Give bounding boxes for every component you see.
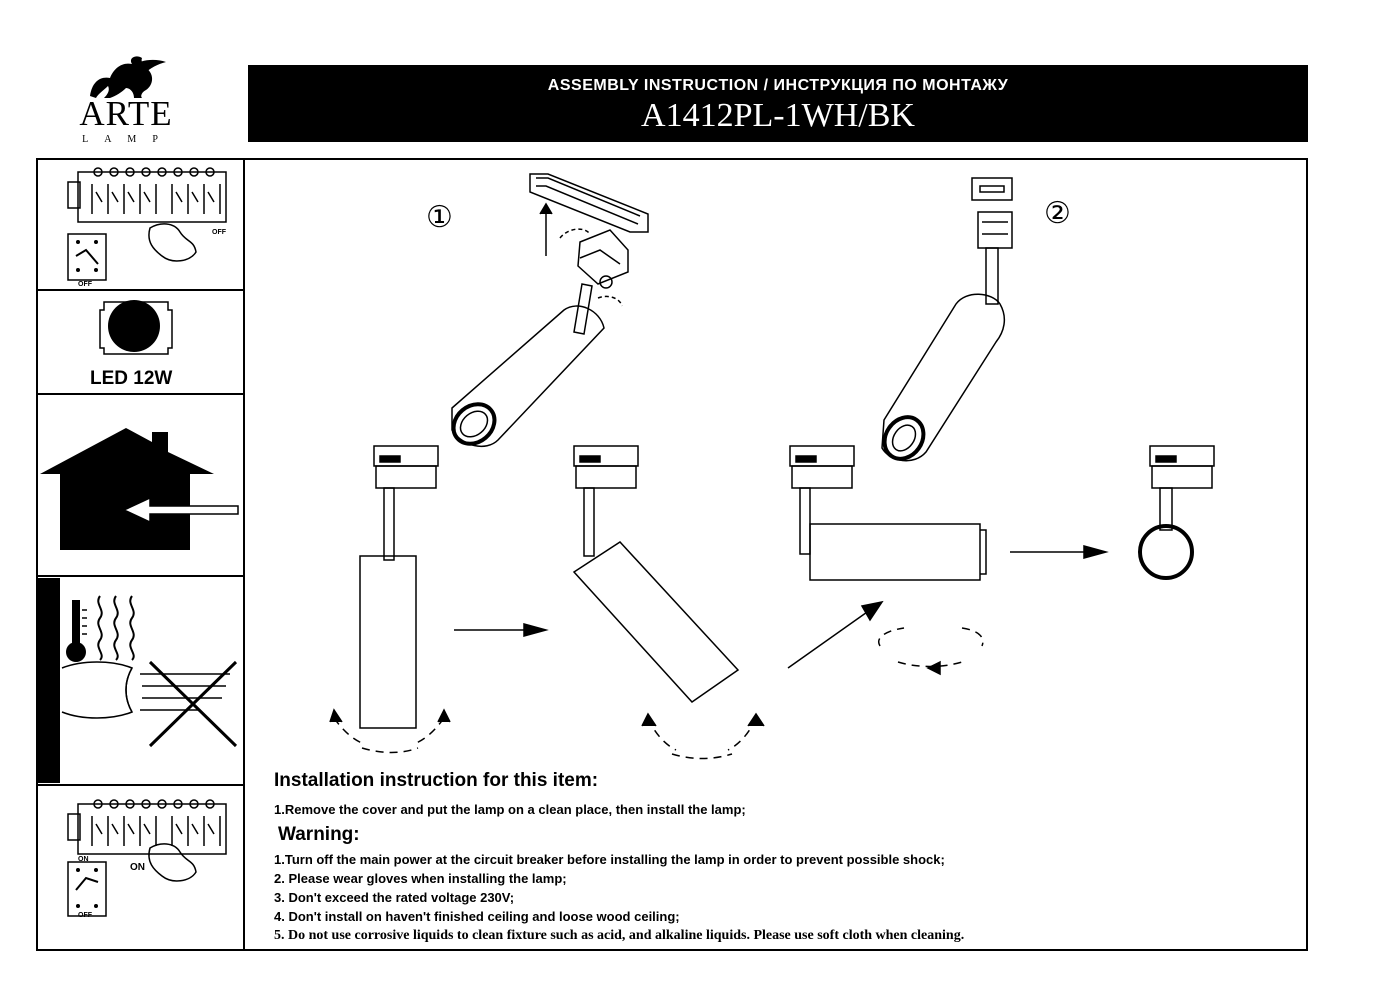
thermometer-icon [66,600,87,662]
warning-line: 5. Do not use corrosive liquids to clean… [274,928,965,943]
warning-line: 1.Turn off the main power at the circuit… [274,852,945,867]
rotate-arrow-icon [597,295,623,307]
up-arrow-head-icon [539,202,553,215]
track-adapter-illustration [373,445,439,489]
instruction-line: 1.Remove the cover and put the lamp on a… [274,802,746,817]
warning-bar [38,578,60,783]
off-label: OFF [78,281,92,288]
rotate-arrow-icon [877,627,905,647]
brand-name: ARTE [79,94,173,133]
sidebar-row-divider [36,289,245,291]
circuit-breaker-on-icon [67,799,227,882]
lamp-stem [1159,487,1173,531]
on-label: ON [78,856,89,863]
content-frame [36,158,1308,951]
sidebar-row-divider [36,393,245,395]
spotlight-body-vertical [359,555,417,729]
title-banner: ASSEMBLY INSTRUCTION / ИНСТРУКЦИЯ ПО МОН… [248,65,1308,142]
instructions-block: Installation instruction for this item: … [274,770,1294,945]
rotate-arrow-icon [897,661,963,668]
led-chip-icon [99,300,173,355]
next-step-arrow-icon [787,609,871,669]
rotate-arrow-icon [559,228,591,239]
spotlight-body-tilted [572,541,740,703]
sidebar-row-divider [36,784,245,786]
track-rail-illustration [529,173,649,233]
adapter-cap-illustration [971,177,1013,201]
brand-logo: ARTE LAMP [70,52,190,152]
track-adapter-illustration [577,229,629,289]
warning-line: 2. Please wear gloves when installing th… [274,871,567,886]
sidebar-row-divider [36,575,245,577]
spotlight-body [451,305,605,448]
rotate-arrow-icon [671,753,733,760]
sidebar-divider [243,158,245,951]
lamp-stem [985,247,999,305]
step-number-1: ① [426,200,453,235]
step-number-2: ② [1044,196,1071,231]
indoor-use-house-icon [40,428,239,550]
track-adapter-illustration [977,211,1013,249]
circuit-breaker-off-icon [67,167,227,262]
spotlight-body [881,293,1006,462]
lion-emblem-icon [90,56,166,98]
lamp-stem [573,283,593,335]
track-adapter-illustration [789,445,855,489]
heat-waves-icon [97,595,135,661]
warning-line: 3. Don't exceed the rated voltage 230V; [274,890,515,905]
rotate-arrow-icon [961,627,984,647]
sidebar-illustrations [40,167,239,917]
off-label: OFF [78,912,92,919]
warning-line: 4. Don't install on haven't finished cei… [274,909,680,924]
do-not-touch-hand-icon [61,660,238,748]
off-label: OFF [212,229,226,236]
brand-sub: LAMP [82,134,174,145]
document-subtitle: ASSEMBLY INSTRUCTION / ИНСТРУКЦИЯ ПО МОН… [547,77,1009,94]
spotlight-body-horizontal [809,523,981,581]
lamp-stem [383,487,395,561]
spotlight-front-view [1138,524,1194,580]
lamp-stem [799,487,811,555]
switch-on-icon [67,861,107,917]
warning-title: Warning: [278,824,360,845]
instructions-title: Installation instruction for this item: [274,770,599,791]
rotate-arrow-icon [361,747,419,754]
model-number: A1412PL-1WH/BK [641,97,915,134]
track-adapter-illustration [573,445,639,489]
lamp-stem [583,487,595,557]
on-label: ON [130,862,145,873]
track-adapter-illustration [1149,445,1215,489]
led-power-label: LED 12W [90,368,173,389]
switch-off-icon [67,233,107,281]
